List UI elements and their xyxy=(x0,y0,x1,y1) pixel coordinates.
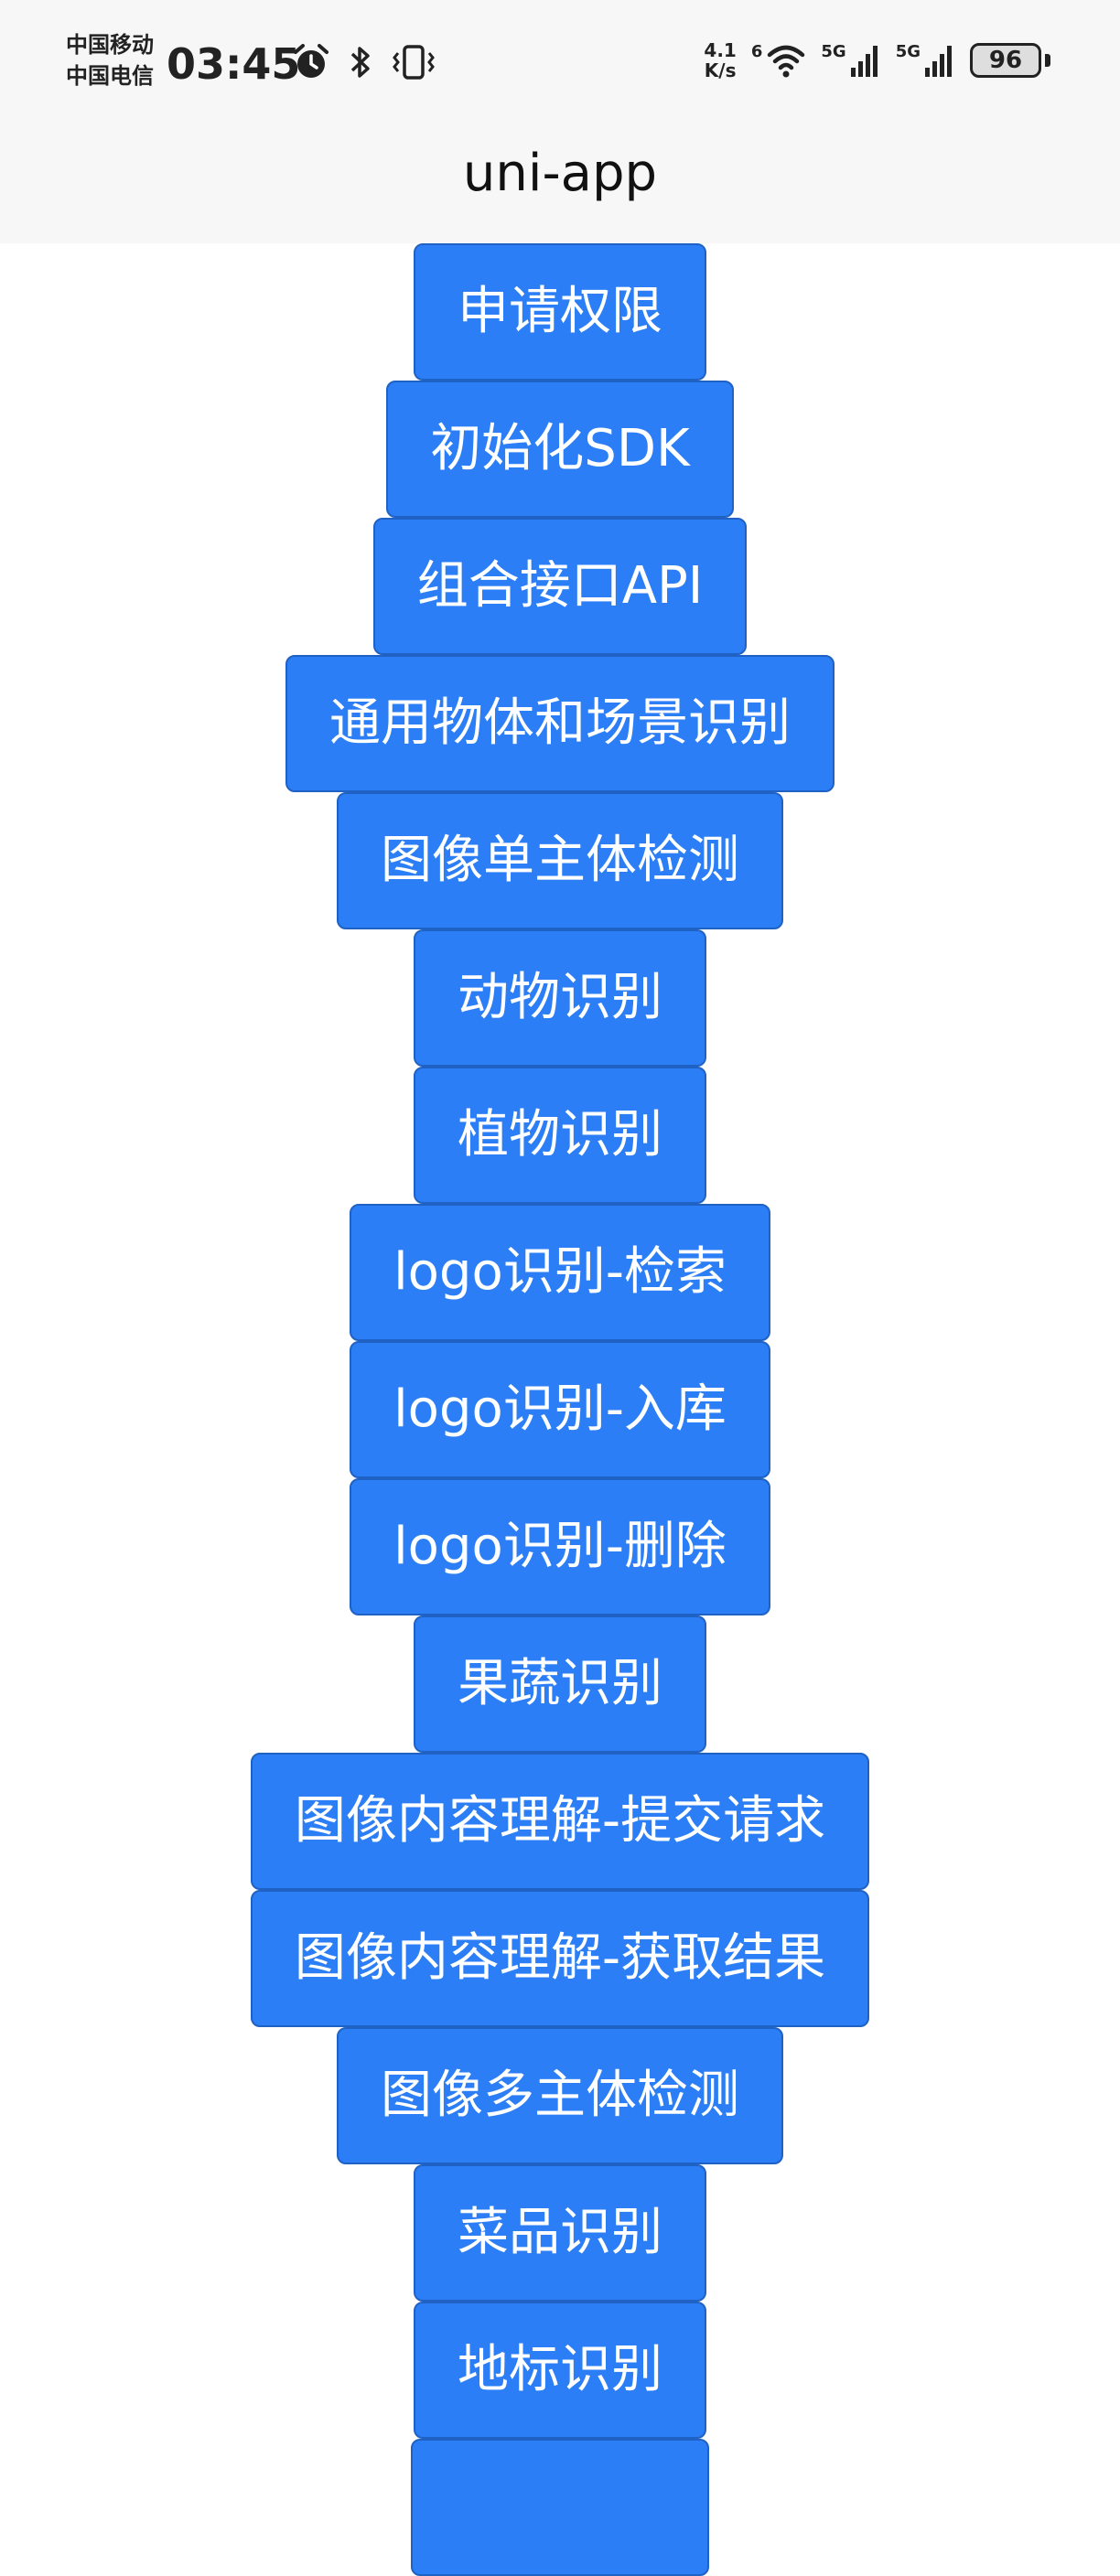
carrier-labels: 中国移动 中国电信 xyxy=(66,29,154,91)
combined-api-button[interactable]: 组合接口API xyxy=(372,518,748,655)
status-bar: 中国移动 中国电信 03:45 4.1 K/s xyxy=(0,0,1120,128)
logo-search-button[interactable]: logo识别-检索 xyxy=(350,1204,770,1341)
status-left-icons xyxy=(291,42,437,82)
image-understanding-submit-button[interactable]: 图像内容理解-提交请求 xyxy=(250,1753,870,1890)
dish-recognition-button[interactable]: 菜品识别 xyxy=(414,2164,706,2302)
signal-1-label: 5G xyxy=(821,42,846,61)
init-sdk-button[interactable]: 初始化SDK xyxy=(386,381,734,518)
button-list: 申请权限 初始化SDK 组合接口API 通用物体和场景识别 图像单主体检测 动物… xyxy=(0,243,1120,2576)
image-understanding-result-button[interactable]: 图像内容理解-获取结果 xyxy=(250,1890,870,2027)
alarm-icon xyxy=(291,42,331,82)
battery-tip xyxy=(1045,54,1050,67)
battery-icon: 96 xyxy=(970,43,1041,78)
wifi-group: 6 xyxy=(751,42,807,79)
battery-level: 96 xyxy=(988,47,1023,74)
bluetooth-icon xyxy=(348,42,373,82)
animal-recognition-button[interactable]: 动物识别 xyxy=(414,929,706,1067)
fruit-veg-recognition-button[interactable]: 果蔬识别 xyxy=(414,1615,706,1753)
status-right-icons: 4.1 K/s 6 5G xyxy=(704,40,1050,80)
general-object-scene-button[interactable]: 通用物体和场景识别 xyxy=(285,655,835,792)
nav-bar xyxy=(0,128,1120,243)
multi-subject-detect-button[interactable]: 图像多主体检测 xyxy=(337,2027,783,2164)
net-speed: 4.1 K/s xyxy=(704,39,737,81)
signal-group-2: 5G xyxy=(896,42,955,79)
logo-add-button[interactable]: logo识别-入库 xyxy=(350,1341,770,1478)
landmark-recognition-button[interactable]: 地标识别 xyxy=(414,2302,706,2439)
carrier-2: 中国电信 xyxy=(66,63,154,89)
vibrate-icon xyxy=(390,42,437,82)
partial-button[interactable] xyxy=(411,2439,709,2576)
single-subject-detect-button[interactable]: 图像单主体检测 xyxy=(337,792,783,929)
signal-icon xyxy=(850,42,881,79)
plant-recognition-button[interactable]: 植物识别 xyxy=(414,1067,706,1204)
wifi-label: 6 xyxy=(750,42,763,61)
signal-icon xyxy=(924,42,955,79)
logo-delete-button[interactable]: logo识别-删除 xyxy=(350,1478,770,1615)
signal-2-label: 5G xyxy=(895,42,921,61)
status-time: 03:45 xyxy=(167,39,301,89)
request-permission-button[interactable]: 申请权限 xyxy=(414,243,706,381)
wifi-icon xyxy=(766,42,806,79)
signal-group-1: 5G xyxy=(821,42,880,79)
carrier-1: 中国移动 xyxy=(66,32,154,58)
page-title: uni-app xyxy=(462,144,658,203)
